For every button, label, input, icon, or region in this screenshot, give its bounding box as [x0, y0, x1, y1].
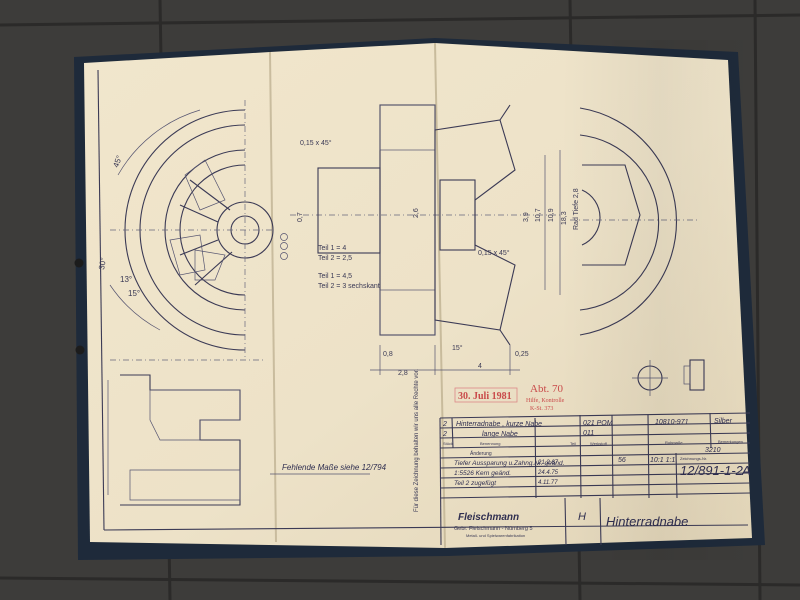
chamfer-mid-dim: 0,15 x 45° — [478, 249, 510, 257]
angle-15b-label: 15° — [128, 289, 140, 298]
dim-2-8: 2,8 — [398, 370, 408, 377]
date-stamp: 30. Juli 1981 — [454, 387, 518, 403]
hub-cross-section — [290, 104, 561, 375]
dim-2-6: 2,6 — [413, 208, 420, 218]
svg-text:Hilfe, Kontrolle: Hilfe, Kontrolle — [526, 397, 565, 404]
punch-hole — [75, 345, 85, 355]
dim-0-25: 0,25 — [515, 351, 529, 358]
parts-row-2-qty: 2 — [442, 431, 447, 438]
parts-row-1-name: Hinterradnabe , kurze Nabe — [456, 421, 542, 428]
svg-text:Abt. 70: Abt. 70 — [530, 383, 564, 395]
svg-text:K-St. 373: K-St. 373 — [530, 406, 553, 412]
change-2-date: 24.4.75 — [537, 470, 559, 476]
part1-hex-dim: Teil 1 = 4,5 — [318, 273, 352, 280]
paper-shading — [560, 40, 760, 560]
part1-dim: Teil 1 = 4 — [318, 245, 346, 252]
dim-10-7: 10,7 — [535, 208, 542, 222]
angle-30-label: 30° — [97, 257, 108, 270]
change-2-text: 1:5526 Kern geänd. — [454, 470, 511, 477]
changes-list: Änderung Tiefer Aussparung u.Zahng.Nr. g… — [454, 450, 565, 487]
dept-stamp: Abt. 70 Hilfe, Kontrolle K-St. 373 — [526, 383, 565, 412]
dim-0-7: 0,7 — [297, 212, 304, 222]
paper-fold — [269, 51, 277, 543]
dim-4: 4 — [478, 363, 482, 370]
part2-hex-dim: Teil 2 = 3 sechskant — [318, 283, 380, 290]
change-1-text: Tiefer Aussparung u.Zahng.Nr. geänd. — [454, 460, 565, 467]
part2-dim: Teil 2 = 2,5 — [318, 255, 352, 262]
wheel-front-view — [109, 100, 275, 360]
svg-text:30. Juli 1981: 30. Juli 1981 — [458, 391, 512, 402]
chamfer-top-dim: 0,15 x 45° — [300, 139, 332, 147]
dim-10-9: 10,9 — [548, 208, 555, 222]
parts-row-2-name: lange Nabe — [482, 431, 518, 438]
parts-row-1-qty: 2 — [442, 421, 447, 428]
angle-13-label: 13° — [120, 275, 132, 284]
company-subline: Metall- und Spielwarenfabrikation — [466, 533, 525, 538]
parts-header-name: Benennung — [480, 441, 500, 446]
company-name: Gebr. Fleischmann - Nürnberg 5 — [454, 526, 533, 532]
punch-hole — [74, 258, 84, 268]
change-1-date: 21.2.67 — [537, 460, 559, 466]
rights-note: Für diese Zeichnung behalten wir uns all… — [414, 369, 420, 512]
change-3-text: Teil 2 zugefügt — [454, 480, 497, 487]
circled-part-markers — [280, 233, 288, 260]
parts-header-qty: Stück — [443, 441, 453, 446]
change-3-date: 4.11.77 — [538, 480, 558, 486]
angle-45-label: 45° — [111, 154, 124, 168]
hub-side-section — [107, 359, 265, 506]
dim-3-9: 3,9 — [523, 212, 530, 222]
changes-header: Änderung — [470, 450, 492, 457]
dim-0-8: 0,8 — [383, 351, 393, 358]
missing-dimensions-note: Fehlende Maße siehe 12/794 — [282, 463, 387, 472]
company-logo: Fleischmann — [458, 512, 519, 523]
paper-fold — [434, 42, 446, 549]
angle-15-dim: 15° — [452, 344, 463, 352]
